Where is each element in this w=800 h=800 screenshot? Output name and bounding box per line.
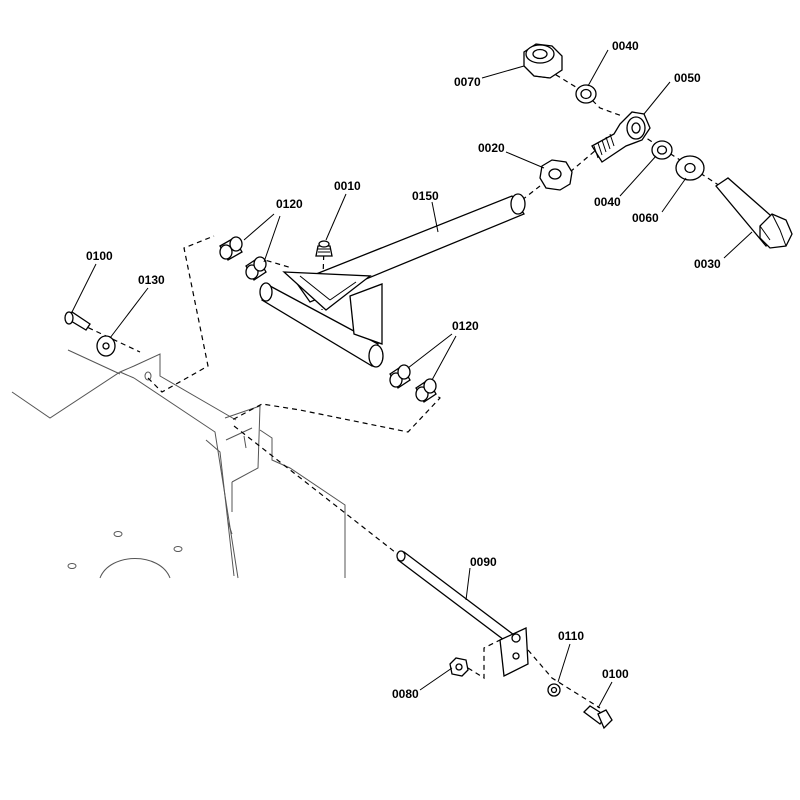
spacer-0040-top <box>575 84 597 104</box>
callout-0070: 0070 <box>454 75 481 89</box>
nut-0070 <box>523 43 563 79</box>
assembly-lines <box>71 69 721 709</box>
callout-0110: 0110 <box>558 629 584 643</box>
callout-0150: 0150 <box>412 189 439 203</box>
callout-labels: 0070 0040 0050 0020 0040 0060 0030 0010 … <box>86 39 721 701</box>
bushings-0120-top <box>219 236 267 281</box>
callout-0040-mid: 0040 <box>594 195 621 209</box>
bushings-0120-bottom <box>389 364 437 403</box>
washer-0130 <box>96 335 116 357</box>
spacer-0040-middle <box>651 140 673 160</box>
mower-frame <box>11 349 346 579</box>
callout-0060: 0060 <box>632 211 659 225</box>
grease-fitting-0010 <box>315 240 333 257</box>
bolt-0100-bottom <box>583 705 613 730</box>
callout-0050: 0050 <box>674 71 701 85</box>
callout-0010: 0010 <box>334 179 361 193</box>
callout-0100-left: 0100 <box>86 249 113 263</box>
callout-0040-top: 0040 <box>612 39 639 53</box>
leader-lines <box>71 49 753 709</box>
callout-0100-bottom: 0100 <box>602 667 629 681</box>
callout-0030: 0030 <box>694 257 721 271</box>
callout-0080: 0080 <box>392 687 419 701</box>
callout-0090: 0090 <box>470 555 497 569</box>
callout-0130: 0130 <box>138 273 165 287</box>
nut-0020 <box>539 159 573 191</box>
nut-0080 <box>449 657 469 677</box>
rod-0090 <box>396 550 529 677</box>
washer-0110 <box>547 683 561 697</box>
callout-0120-bottom: 0120 <box>452 319 479 333</box>
washer-0060 <box>675 155 705 181</box>
callout-0120-top: 0120 <box>276 197 303 211</box>
bolt-0100-left <box>64 311 91 331</box>
callout-0020: 0020 <box>478 141 505 155</box>
rod-end-0050 <box>591 111 651 163</box>
bolt-0030 <box>715 177 793 249</box>
pivot-arm-0150 <box>259 193 526 368</box>
